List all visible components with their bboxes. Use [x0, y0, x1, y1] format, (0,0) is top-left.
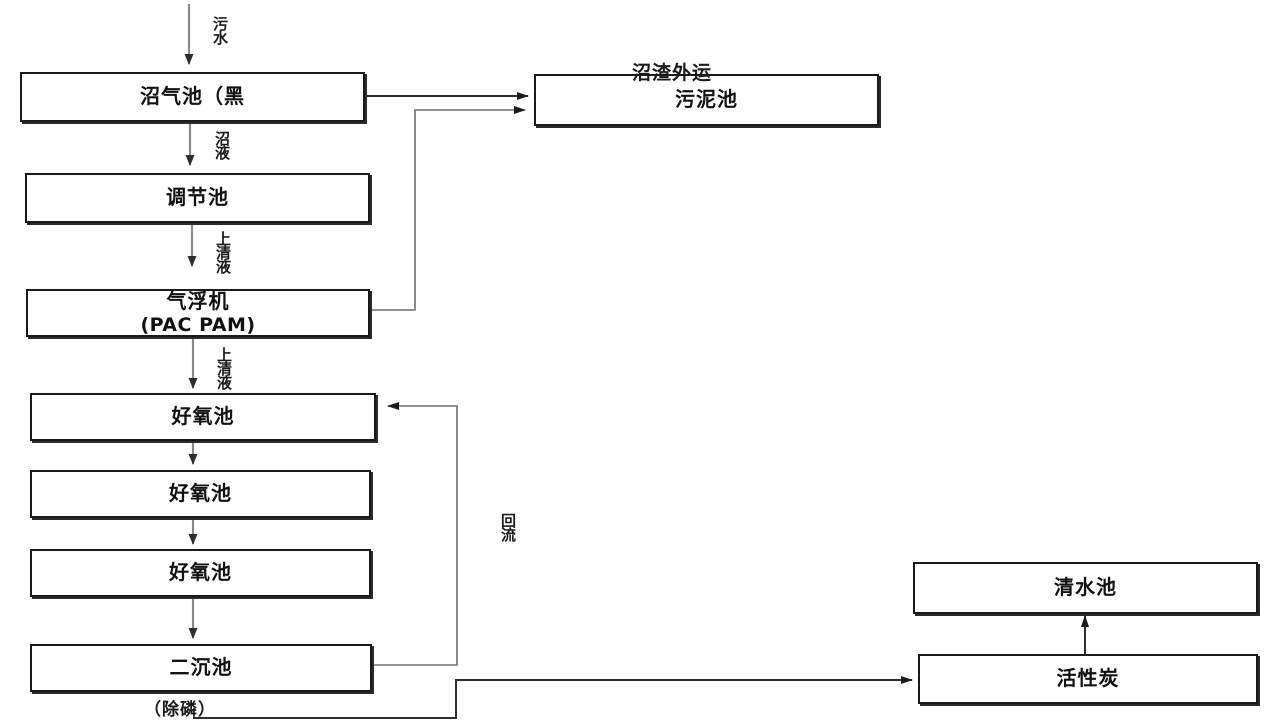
label-biogas-residue-transport: 沼渣外运: [632, 62, 713, 84]
wire-return-flow: [372, 402, 458, 666]
node-clear-water-pool-label: 清水池: [1054, 575, 1117, 600]
node-aerobic-tank-2-label: 好氧池: [169, 481, 232, 506]
node-sludge-pool[interactable]: 污泥池: [534, 74, 879, 126]
label-return-flow: 回流: [499, 513, 517, 541]
node-regulating-tank-label: 调节池: [166, 185, 229, 210]
node-aerobic-tank-1[interactable]: 好氧池: [30, 393, 376, 441]
node-aerobic-tank-1-label: 好氧池: [171, 404, 235, 429]
node-clear-water-pool[interactable]: 清水池: [913, 562, 1258, 614]
node-aerobic-tank-3[interactable]: 好氧池: [30, 549, 371, 597]
node-secondary-settler-label: 二沉池: [169, 655, 233, 680]
node-sludge-pool-label: 污泥池: [675, 87, 738, 112]
node-activated-carbon-label: 活性炭: [1056, 666, 1120, 691]
label-supernatant-1: 上清液: [214, 231, 232, 273]
node-aerobic-tank-3-label: 好氧池: [169, 560, 232, 585]
node-biogas-tank-label: 沼气池（黑: [140, 84, 245, 109]
label-biogas-slurry: 沼液: [213, 131, 231, 159]
node-air-flotation-label: 气浮机: [166, 289, 230, 313]
node-biogas-tank[interactable]: 沼气池（黑: [20, 72, 365, 122]
node-air-flotation[interactable]: 气浮机 (PAC PAM): [26, 289, 370, 337]
wire-flotation-to-sludge: [370, 106, 526, 311]
node-activated-carbon[interactable]: 活性炭: [918, 654, 1258, 704]
label-supernatant-2: 上清液: [215, 347, 233, 389]
label-dephosphorization: （除磷）: [144, 700, 216, 720]
node-secondary-settler[interactable]: 二沉池: [30, 644, 372, 692]
node-regulating-tank[interactable]: 调节池: [25, 173, 370, 223]
node-aerobic-tank-2[interactable]: 好氧池: [30, 470, 371, 518]
node-air-flotation-sublabel: (PAC PAM): [140, 313, 256, 336]
label-influent: 污水: [211, 16, 229, 44]
